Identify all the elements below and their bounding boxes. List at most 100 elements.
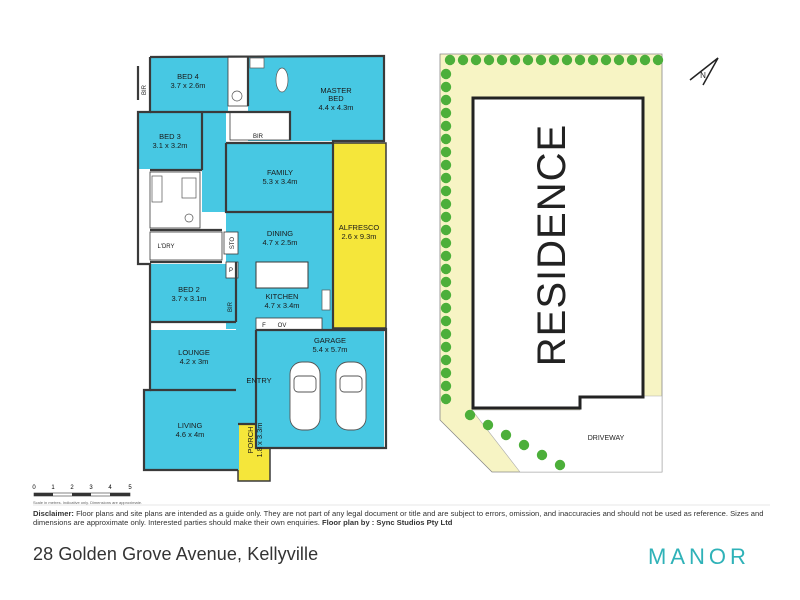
fridge-label: F bbox=[262, 323, 266, 329]
room-name-lounge: LOUNGE bbox=[178, 348, 210, 357]
tree-icon bbox=[440, 263, 452, 275]
tree-icon bbox=[652, 54, 664, 66]
room-size-lounge: 4.2 x 3m bbox=[180, 357, 209, 366]
bir-label-3: BIR bbox=[228, 301, 234, 312]
room-size-alfresco: 2.6 x 9.3m bbox=[341, 232, 376, 241]
room-size-kitchen: 4.7 x 3.4m bbox=[264, 301, 299, 310]
tree-icon bbox=[440, 224, 452, 236]
tree-icon bbox=[440, 159, 452, 171]
tree-icon bbox=[440, 354, 452, 366]
room-name-family: FAMILY bbox=[267, 168, 293, 177]
tree-icon bbox=[440, 289, 452, 301]
room-name-master: MASTER bbox=[320, 86, 352, 95]
scale-tick-4: 4 bbox=[108, 485, 112, 491]
disclaimer-lead: Disclaimer: bbox=[33, 509, 74, 518]
room-size-bed4: 3.7 x 2.6m bbox=[170, 81, 205, 90]
room-name-dining: DINING bbox=[267, 229, 293, 238]
tree-icon bbox=[440, 133, 452, 145]
driveway-label: DRIVEWAY bbox=[588, 435, 625, 442]
room-name-master-2: BED bbox=[328, 94, 344, 103]
entry-label: ENTRY bbox=[246, 376, 271, 385]
disclaimer-body: Floor plans and site plans are intended … bbox=[33, 509, 764, 528]
tree-icon bbox=[440, 81, 452, 93]
floor-plan: BED 4 3.7 x 2.6m MASTER BED 4.4 x 4.3m B… bbox=[32, 54, 388, 497]
tree-icon bbox=[483, 54, 495, 66]
room-name-garage: GARAGE bbox=[314, 336, 346, 345]
room-name-bed3: BED 3 bbox=[159, 132, 181, 141]
tree-icon bbox=[464, 409, 476, 421]
tree-icon bbox=[440, 198, 452, 210]
room-size-master: 4.4 x 4.3m bbox=[318, 103, 353, 112]
pantry-label: P bbox=[229, 268, 233, 274]
scale-tick-1: 1 bbox=[51, 485, 55, 491]
north-label: N bbox=[700, 71, 706, 80]
scale-tick-2: 2 bbox=[70, 485, 74, 491]
tree-icon bbox=[626, 54, 638, 66]
tree-icon bbox=[457, 54, 469, 66]
tree-icon bbox=[440, 393, 452, 405]
room-name-porch: PORCH bbox=[246, 426, 255, 453]
room-name-bed4: BED 4 bbox=[177, 72, 199, 81]
tree-icon bbox=[440, 237, 452, 249]
disclaimer-text: Disclaimer: Floor plans and site plans a… bbox=[33, 509, 773, 528]
scale-note: Scale in metres. Indicative only. Dimens… bbox=[33, 500, 143, 505]
tree-icon bbox=[500, 429, 512, 441]
room-size-dining: 4.7 x 2.5m bbox=[262, 238, 297, 247]
property-address: 28 Golden Grove Avenue, Kellyville bbox=[33, 544, 319, 564]
room-size-garage: 5.4 x 5.7m bbox=[312, 345, 347, 354]
tree-icon bbox=[470, 54, 482, 66]
scale-tick-5: 5 bbox=[128, 485, 132, 491]
room-size-bed2: 3.7 x 3.1m bbox=[171, 294, 206, 303]
tree-icon bbox=[639, 54, 651, 66]
residence-label: RESIDENCE bbox=[530, 124, 574, 366]
tree-icon bbox=[587, 54, 599, 66]
garage-cars bbox=[289, 361, 367, 431]
oven-label: OV bbox=[278, 323, 287, 329]
tree-icon bbox=[440, 94, 452, 106]
scale-tick-0: 0 bbox=[32, 485, 36, 491]
walls bbox=[136, 54, 388, 472]
tree-icon bbox=[440, 250, 452, 262]
bir-label-2: BIR bbox=[253, 134, 264, 140]
tree-icon bbox=[574, 54, 586, 66]
tree-icon bbox=[536, 449, 548, 461]
tree-icon bbox=[440, 185, 452, 197]
alfresco-area bbox=[332, 142, 387, 329]
tree-icon bbox=[496, 54, 508, 66]
tree-icon bbox=[440, 211, 452, 223]
tree-icon bbox=[518, 439, 530, 451]
tree-icon bbox=[444, 54, 456, 66]
tree-icon bbox=[613, 54, 625, 66]
room-size-living: 4.6 x 4m bbox=[176, 430, 205, 439]
trees bbox=[440, 54, 664, 471]
site-plan: RESIDENCE DRIVEWAY N bbox=[439, 53, 719, 473]
tree-icon bbox=[440, 341, 452, 353]
tree-icon bbox=[440, 107, 452, 119]
tree-icon bbox=[440, 68, 452, 80]
tree-icon bbox=[440, 367, 452, 379]
tree-icon bbox=[554, 459, 566, 471]
room-size-family: 5.3 x 3.4m bbox=[262, 177, 297, 186]
room-name-alfresco: ALFRESCO bbox=[339, 223, 380, 232]
scale-bar: 0 1 2 3 4 5 bbox=[32, 485, 132, 497]
tree-icon bbox=[440, 120, 452, 132]
ldry-label: L'DRY bbox=[157, 244, 174, 250]
tree-icon bbox=[522, 54, 534, 66]
room-name-living: LIVING bbox=[178, 421, 203, 430]
disclaimer-credit: Floor plan by : Sync Studios Pty Ltd bbox=[319, 518, 453, 528]
room-name-bed2: BED 2 bbox=[178, 285, 200, 294]
fixtures bbox=[151, 57, 331, 311]
sto-label: STO bbox=[230, 237, 236, 250]
tree-icon bbox=[548, 54, 560, 66]
room-size-bed3: 3.1 x 3.2m bbox=[152, 141, 187, 150]
north-arrow-icon: N bbox=[689, 57, 719, 86]
tree-icon bbox=[535, 54, 547, 66]
tree-icon bbox=[440, 276, 452, 288]
residence-footprint bbox=[471, 96, 645, 410]
tree-icon bbox=[482, 419, 494, 431]
bir-label-1: BIR bbox=[142, 84, 148, 95]
tree-icon bbox=[600, 54, 612, 66]
room-size-porch: 1.8 x 3.3m bbox=[255, 422, 264, 457]
scale-tick-3: 3 bbox=[89, 485, 93, 491]
